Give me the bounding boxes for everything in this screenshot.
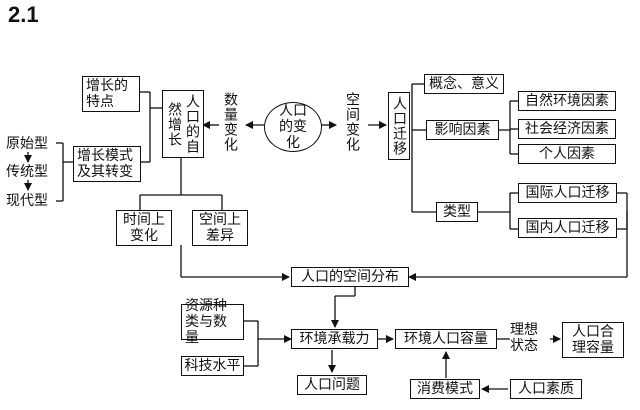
label-ideal-state: 理想状态 — [510, 322, 538, 354]
diagram-title: 2.1 — [8, 2, 39, 27]
node-growth-mode: 增长模式及其转变 — [73, 146, 141, 182]
node-population-change: 人口的变化 — [264, 102, 322, 152]
node-temporal-change: 时间上变化 — [116, 210, 172, 246]
node-population-capacity: 环境人口容量 — [395, 329, 497, 349]
node-natural-environment: 自然环境因素 — [518, 91, 616, 111]
label-modern-type: 现代型 — [6, 193, 48, 209]
label-quantity-change: 数量变化 — [222, 92, 238, 152]
label-spatial-change: 空间变化 — [344, 92, 360, 152]
label-primitive-type: 原始型 — [6, 136, 48, 152]
node-population-problems: 人口问题 — [297, 375, 367, 395]
node-concept-meaning: 概念、意义 — [424, 74, 504, 94]
label-traditional-type: 传统型 — [6, 164, 48, 180]
node-growth-features: 增长的特点 — [82, 76, 140, 112]
node-socio-economic: 社会经济因素 — [518, 119, 616, 139]
node-natural-growth: 人口的自然增长 — [162, 90, 204, 158]
node-carrying-capacity: 环境承载力 — [291, 329, 378, 349]
node-consumption-mode: 消费模式 — [410, 379, 480, 399]
node-reasonable-capacity: 人口合理容量 — [562, 322, 624, 358]
node-population-quality: 人口素质 — [510, 379, 582, 399]
node-migration: 人口迁移 — [388, 92, 410, 160]
node-types: 类型 — [436, 202, 478, 222]
node-spatial-distribution: 人口的空间分布 — [291, 267, 409, 287]
node-international-migration: 国际人口迁移 — [518, 183, 617, 203]
node-resources: 资源种类与数量 — [181, 298, 244, 346]
node-tech-level: 科技水平 — [181, 356, 244, 376]
node-personal-factors: 个人因素 — [518, 144, 616, 164]
node-spatial-difference: 空间上差异 — [192, 210, 248, 246]
node-domestic-migration: 国内人口迁移 — [518, 218, 617, 238]
node-influence-factors: 影响因素 — [426, 120, 499, 140]
